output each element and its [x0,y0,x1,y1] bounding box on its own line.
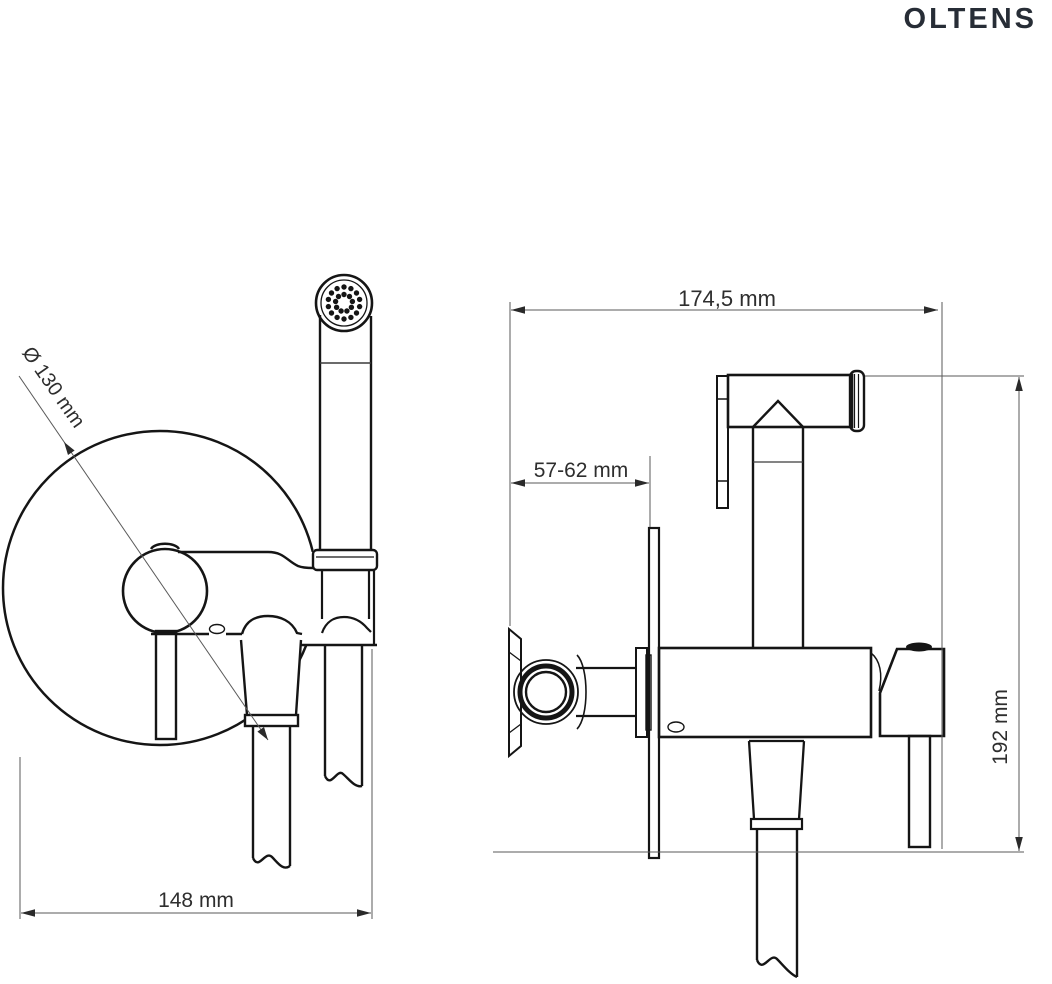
label-front-width: 148 mm [158,889,234,912]
label-wall-depth-range: 57-62 mm [533,459,629,482]
dimension-total-depth [509,302,943,849]
holder-bracket-side [716,375,729,509]
spray-handle-tube [318,315,373,550]
lever-pivot-dot [906,642,932,652]
front-view [1,273,379,869]
front-view-solid-fills [123,275,377,864]
spray-nozzle-dots [325,284,363,322]
spray-handle-side [726,369,866,433]
dimension-annotations [18,302,1024,919]
hose-outlet-side [747,739,806,979]
spray-tube-side [751,427,805,648]
dimension-plate-diameter [18,375,269,741]
spray-head [314,273,374,333]
spray-face-edge [848,369,866,433]
brand-logo: OLTENS [903,3,1037,35]
dimension-total-height [493,375,1024,853]
dimension-wall-depth [511,456,651,527]
lever-handle-side [870,642,946,849]
side-view [508,369,946,979]
valve-body-side [657,646,873,739]
supply-connection [508,626,652,759]
label-total-height: 192 mm [989,689,1012,765]
mounting-flange [508,626,522,759]
label-total-depth: 174,5 mm [678,286,776,311]
spray-hose-front [323,645,364,788]
body-detail-oval [208,623,226,635]
spray-holder [311,548,379,644]
hose-outlet-cone [239,639,303,728]
shower-hose-front [251,726,292,869]
mixer-lever [154,629,178,741]
mixer-knob [121,542,209,635]
dimension-front-width [19,649,373,919]
